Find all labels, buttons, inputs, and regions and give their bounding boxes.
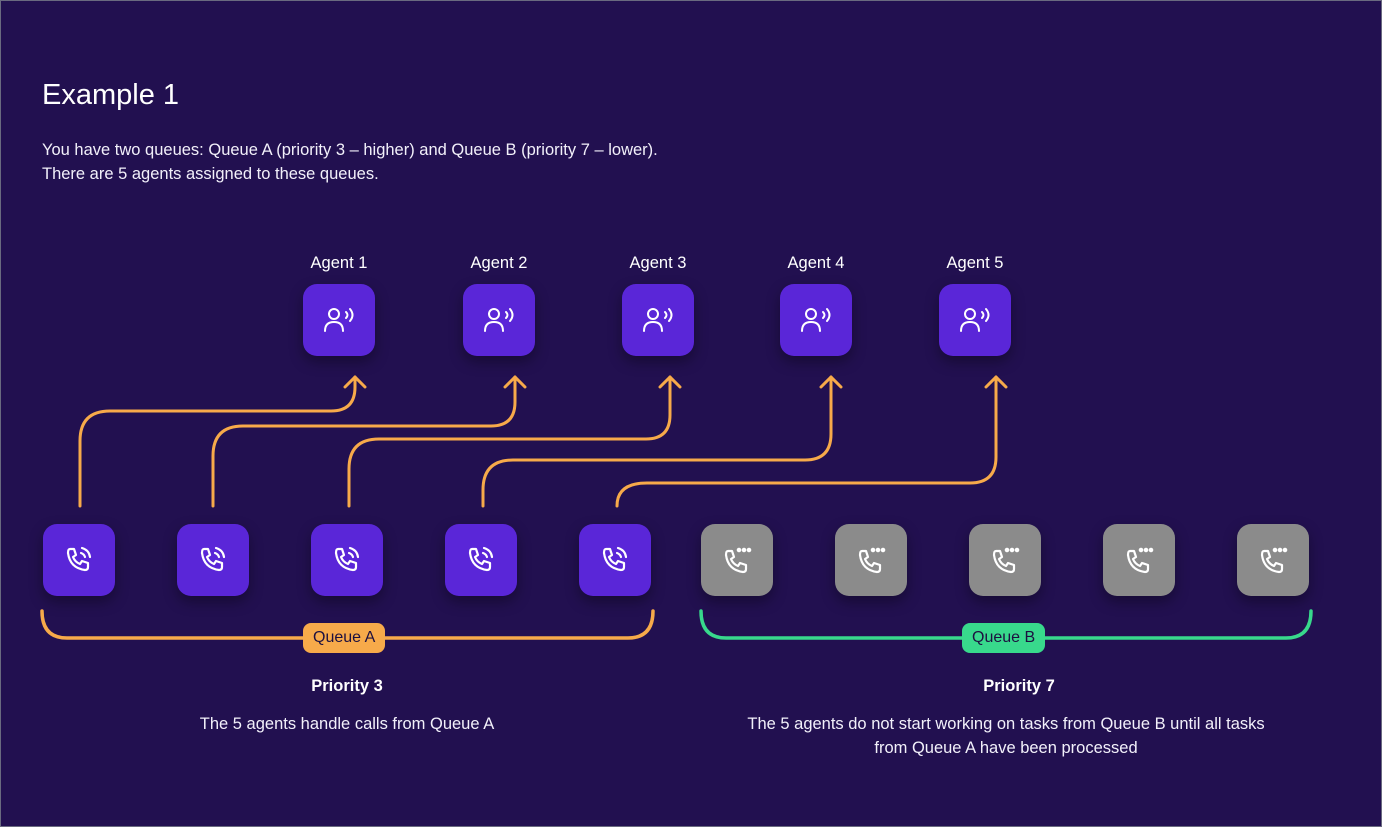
queue-b-description-line-1: The 5 agents do not start working on tas… bbox=[747, 715, 1265, 733]
phone-waiting-icon bbox=[858, 547, 886, 574]
arrow-head-agent4 bbox=[819, 375, 843, 389]
agent-label: Agent 4 bbox=[787, 254, 845, 272]
phone-waiting-icon bbox=[992, 547, 1020, 574]
arrow-head-agent1 bbox=[343, 375, 367, 389]
queue-a-priority: Priority 3 bbox=[311, 677, 383, 695]
arrow-call3-agent3 bbox=[347, 375, 672, 508]
agent-3: Agent 3 bbox=[603, 252, 713, 356]
phone-ringing-icon bbox=[66, 546, 92, 572]
queue-b-priority: Priority 7 bbox=[983, 677, 1055, 695]
queue-b-call-4 bbox=[1103, 524, 1175, 596]
phone-waiting-icon bbox=[724, 547, 752, 574]
queue-b-label: Queue B bbox=[962, 623, 1046, 653]
agent-label: Agent 2 bbox=[470, 254, 528, 272]
arrow-call5-agent5 bbox=[615, 375, 998, 508]
phone-ringing-icon bbox=[602, 546, 628, 572]
queue-a-call-2 bbox=[177, 524, 249, 596]
agent-tile bbox=[780, 284, 852, 356]
queue-a-description: The 5 agents handle calls from Queue A bbox=[199, 715, 495, 733]
queue-b-description-line-2: from Queue A have been processed bbox=[874, 739, 1138, 757]
agent-headset-icon bbox=[643, 308, 673, 332]
phone-waiting-icon bbox=[1126, 547, 1154, 574]
phone-ringing-icon bbox=[200, 546, 226, 572]
agent-label: Agent 3 bbox=[629, 254, 687, 272]
agent-1: Agent 1 bbox=[284, 252, 394, 356]
agent-tile bbox=[303, 284, 375, 356]
agent-2: Agent 2 bbox=[444, 252, 554, 356]
queue-a-label: Queue A bbox=[303, 623, 386, 653]
agent-5: Agent 5 bbox=[920, 252, 1030, 356]
queue-b-call-3 bbox=[969, 524, 1041, 596]
queue-b-call-5 bbox=[1237, 524, 1309, 596]
agent-tile bbox=[939, 284, 1011, 356]
page-title: Example 1 bbox=[42, 79, 180, 111]
agent-tile bbox=[622, 284, 694, 356]
agent-headset-icon bbox=[801, 308, 831, 332]
queue-a-call-5 bbox=[579, 524, 651, 596]
agent-label: Agent 1 bbox=[310, 254, 368, 272]
agent-tile bbox=[463, 284, 535, 356]
intro-line-1: You have two queues: Queue A (priority 3… bbox=[42, 141, 658, 159]
queue-a-call-1 bbox=[43, 524, 115, 596]
arrow-head-agent3 bbox=[658, 375, 682, 389]
agent-headset-icon bbox=[960, 308, 990, 332]
queue-b-call-2 bbox=[835, 524, 907, 596]
arrow-call4-agent4 bbox=[481, 375, 833, 508]
queue-b-call-1 bbox=[701, 524, 773, 596]
arrow-head-agent5 bbox=[984, 375, 1008, 389]
phone-waiting-icon bbox=[1260, 547, 1288, 574]
agent-headset-icon bbox=[484, 308, 514, 332]
agent-4: Agent 4 bbox=[761, 252, 871, 356]
intro-text: You have two queues: Queue A (priority 3… bbox=[42, 138, 658, 186]
arrow-call1-agent1 bbox=[78, 375, 357, 508]
phone-ringing-icon bbox=[468, 546, 494, 572]
phone-ringing-icon bbox=[334, 546, 360, 572]
queue-a-call-3 bbox=[311, 524, 383, 596]
intro-line-2: There are 5 agents assigned to these que… bbox=[42, 165, 379, 183]
agent-label: Agent 5 bbox=[946, 254, 1004, 272]
arrow-head-agent2 bbox=[503, 375, 527, 389]
agent-headset-icon bbox=[324, 308, 354, 332]
arrow-call2-agent2 bbox=[211, 375, 517, 508]
queue-b-description: The 5 agents do not start working on tas… bbox=[701, 712, 1311, 760]
queue-a-call-4 bbox=[445, 524, 517, 596]
